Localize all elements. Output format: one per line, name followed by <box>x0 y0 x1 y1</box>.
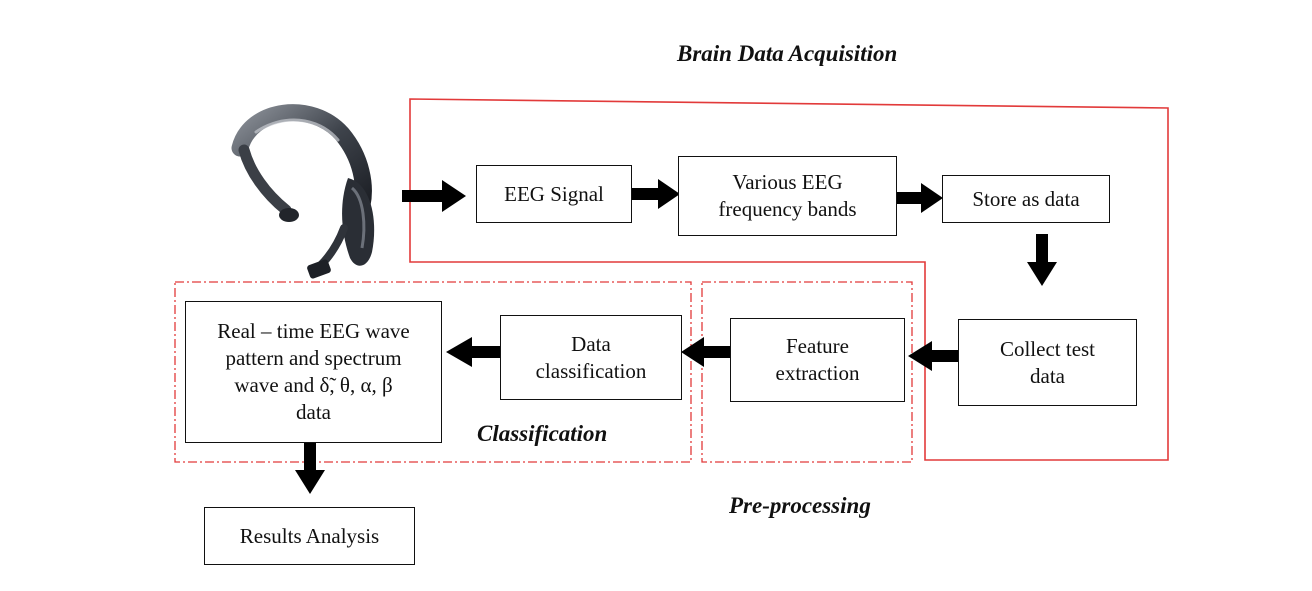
classification-region-outline <box>174 281 692 463</box>
frequency-bands-box: Various EEG frequency bands <box>678 156 897 236</box>
eeg-signal-box: EEG Signal <box>476 165 632 223</box>
arrow-headset-to-eeg-signal <box>402 180 466 212</box>
arrow-store-to-collect <box>1027 234 1057 286</box>
results-analysis-box: Results Analysis <box>204 507 415 565</box>
store-data-box: Store as data <box>942 175 1110 223</box>
data-classification-box: Data classification <box>500 315 682 400</box>
arrow-bands-to-store <box>897 183 943 213</box>
preprocessing-region-outline <box>701 281 913 463</box>
arrow-classification-to-realtime <box>446 337 501 367</box>
arrow-realtime-to-results <box>295 443 325 494</box>
acquisition-region-outline <box>409 98 1169 461</box>
section-label-classification: Classification <box>477 421 608 446</box>
collect-test-box: Collect test data <box>958 319 1137 406</box>
realtime-wave-box: Real – time EEG wave pattern and spectru… <box>185 301 442 443</box>
eeg-headset-icon <box>231 104 375 279</box>
feature-extraction-box: Feature extraction <box>730 318 905 402</box>
section-label-preprocessing: Pre-processing <box>729 493 871 518</box>
arrow-feature-to-classification <box>681 337 730 367</box>
arrow-eeg-to-bands <box>632 179 680 209</box>
section-label-acquisition: Brain Data Acquisition <box>677 41 898 66</box>
arrow-collect-to-feature <box>908 341 958 371</box>
